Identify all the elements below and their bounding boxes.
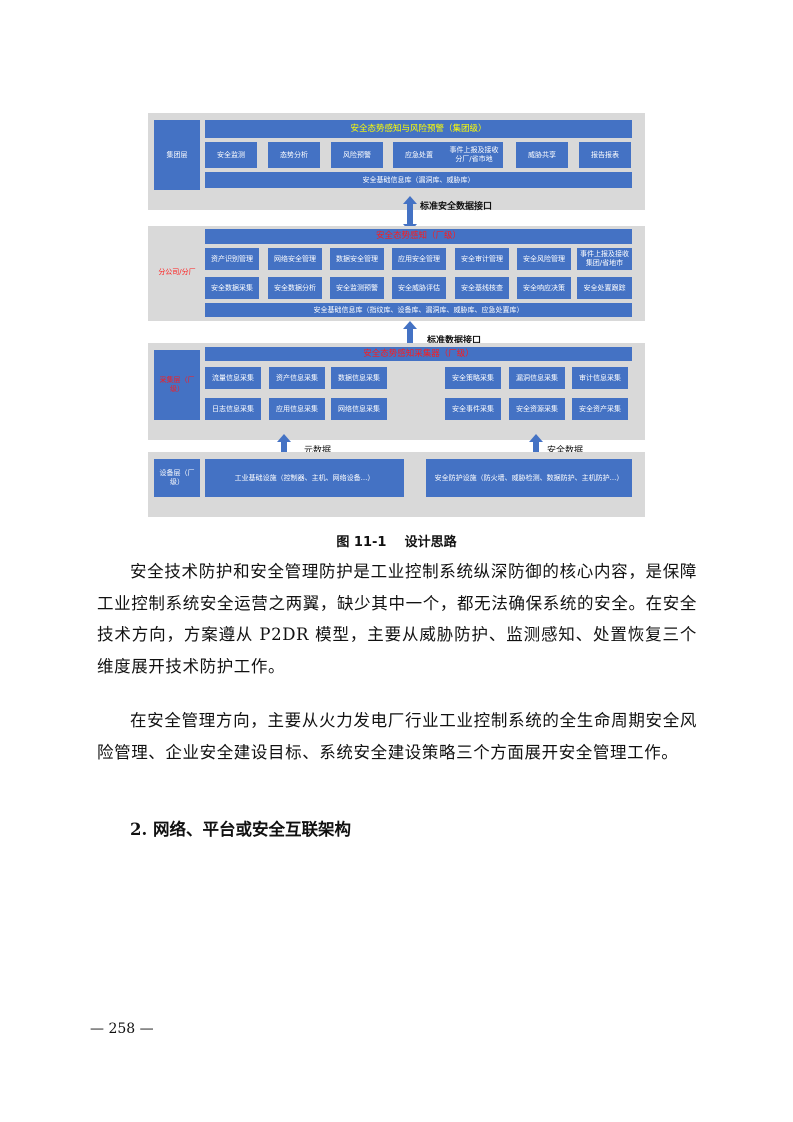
group-module: 报告报表 [579,142,631,168]
collect-module: 安全事件采集 [445,398,501,420]
branch-module: 安全风险管理 [517,248,571,270]
figure-caption: 图 11-1 设计思路 [336,535,457,550]
collect-module: 流量信息采集 [205,367,261,389]
group-module: 安全监测 [205,142,257,168]
industrial-infrastructure: 工业基础设施（控制器、主机、网络设备...） [205,459,404,497]
branch-module: 安全响应决策 [517,277,571,299]
collect-module: 审计信息采集 [572,367,628,389]
collect-module: 数据信息采集 [331,367,387,389]
up-arrow-icon [529,434,543,460]
branch-module: 安全数据采集 [205,277,259,299]
paragraph: 在安全管理方向，主要从火力发电厂行业工业控制系统的全生命周期安全风险管理、企业安… [97,711,697,762]
group-title: 安全态势感知与风险预警（集团级） [205,120,632,138]
up-arrow-icon [403,321,417,347]
collect-title: 安全态势感知采集器（厂级） [205,347,632,361]
branch-module: 资产识别管理 [205,248,259,270]
device-layer-label: 设备层（厂 级） [154,459,200,497]
collect-layer-label: 采集层（厂 级） [154,350,200,420]
branch-module: 事件上报及接收 集团/省地市 [577,248,632,270]
collect-module: 漏洞信息采集 [509,367,565,389]
group-base-library: 安全基础信息库（漏洞库、威胁库） [205,172,632,188]
branch-layer-label: 分公司/分厂 [154,232,200,312]
interface2-label: 标准数据接口 [427,336,482,346]
collect-module: 应用信息采集 [269,398,325,420]
bidirectional-arrow-icon [403,196,417,232]
branch-module: 安全数据分析 [268,277,322,299]
branch-module: 安全监测预警 [330,277,384,299]
group-module: 态势分析 [268,142,320,168]
branch-module: 安全基线核查 [455,277,509,299]
group-module: 风险预警 [331,142,383,168]
branch-module: 安全处置跟踪 [577,277,632,299]
collect-module: 安全策略采集 [445,367,501,389]
collect-module: 安全资源采集 [509,398,565,420]
branch-module: 数据安全管理 [330,248,384,270]
up-arrow-icon [277,434,291,460]
security-infrastructure: 安全防护设施（防火墙、威胁检测、数据防护、主机防护...） [426,459,632,497]
branch-base-library: 安全基础信息库（指纹库、设备库、漏洞库、威胁库、应急处置库） [205,303,632,317]
collect-module: 网络信息采集 [331,398,387,420]
interface1-label: 标准安全数据接口 [420,202,493,212]
collect-module: 日志信息采集 [205,398,261,420]
group-module: 应急处置 [393,142,445,168]
group-layer-label: 集团层 [154,120,200,190]
branch-module: 安全威胁评估 [392,277,446,299]
section-heading: 2. 网络、平台或安全互联架构 [130,820,351,839]
branch-module: 安全审计管理 [455,248,509,270]
security-data-label: 安全数据 [547,446,584,456]
branch-title: 安全态势感知（厂级） [205,229,632,244]
collect-module: 资产信息采集 [269,367,325,389]
branch-module: 应用安全管理 [392,248,446,270]
paragraph: 安全技术防护和安全管理防护是工业控制系统纵深防御的核心内容，是保障工业控制系统安… [97,562,697,676]
group-module: 事件上报及接收 分厂/省市地 [445,142,503,168]
branch-module: 网络安全管理 [268,248,322,270]
meta-data-label: 元数据 [304,446,332,456]
page-number: — 258 — [90,1021,154,1037]
group-module: 威胁共享 [516,142,568,168]
collect-module: 安全资产采集 [572,398,628,420]
